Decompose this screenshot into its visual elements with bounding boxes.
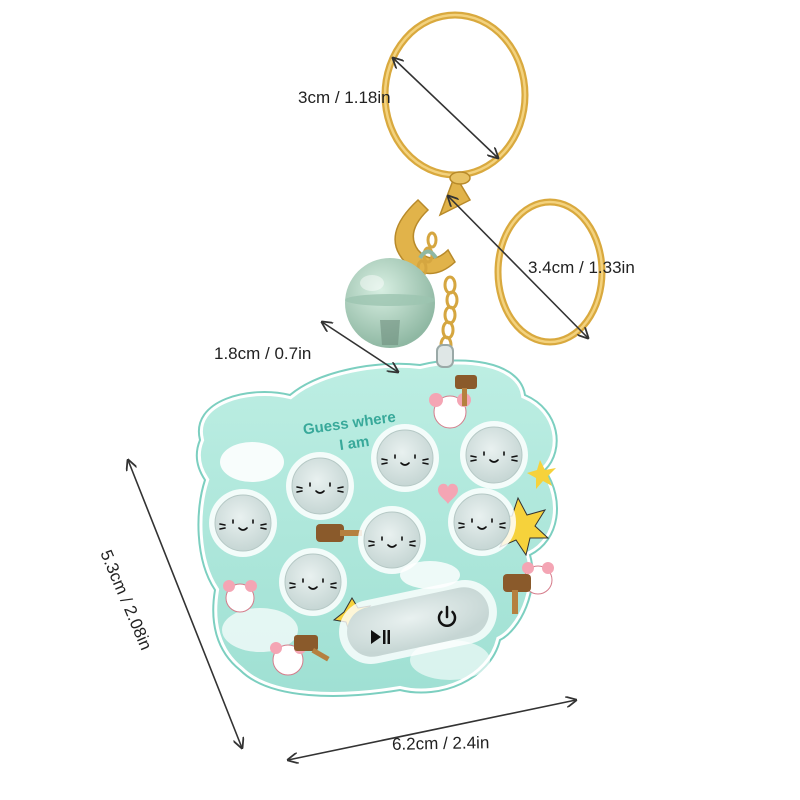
hammer-icon: [455, 375, 477, 406]
power-button[interactable]: [437, 605, 457, 627]
key-ring: [381, 11, 529, 179]
mole-button[interactable]: [371, 424, 439, 492]
mole-button[interactable]: [286, 452, 354, 520]
mole-face-icon: [296, 482, 344, 494]
arrow-height: [128, 460, 242, 748]
arrow-width: [288, 700, 576, 760]
mole-face-icon: [368, 536, 416, 548]
dimension-arrows: [128, 58, 588, 760]
hammer-icon: [316, 524, 362, 542]
mole-face-icon: [289, 578, 337, 590]
mole-button[interactable]: [358, 506, 426, 574]
width-dimension-label: 6.2cm / 2.4in: [391, 733, 490, 754]
play-pause-icon: [371, 630, 390, 644]
mole-face-icon: [458, 518, 506, 530]
mole-face-icon: [381, 454, 429, 466]
mole-button[interactable]: [209, 489, 277, 557]
mole-button[interactable]: [448, 488, 516, 556]
mole-button[interactable]: [460, 421, 528, 489]
arrow-keyring: [393, 58, 498, 158]
toy-title-line-2: I am: [338, 433, 370, 454]
mole-face-icon: [470, 451, 518, 463]
power-icon: [437, 605, 457, 627]
arrow-clasp: [448, 196, 588, 338]
clasp-dimension-label: 3.4cm / 1.33in: [528, 258, 635, 277]
hammer-icon: [503, 574, 531, 614]
hammer-icon: [294, 635, 330, 662]
mole-button[interactable]: [279, 548, 347, 616]
bell-dimension-label: 1.8cm / 0.7in: [214, 344, 312, 363]
arrow-bell: [322, 322, 398, 372]
keyring-dimension-label: 3cm / 1.18in: [298, 88, 391, 107]
play-pause-button[interactable]: [371, 630, 390, 644]
control-bar: [339, 580, 497, 664]
